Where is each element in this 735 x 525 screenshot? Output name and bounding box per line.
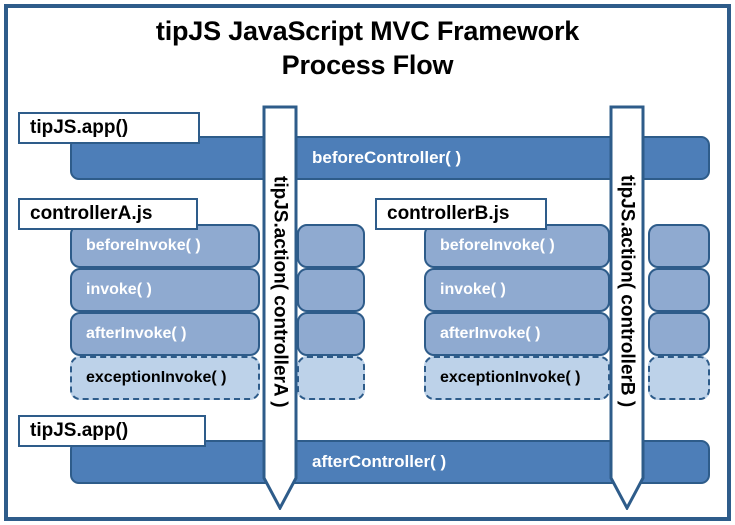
after-controller-bar: afterController( ) xyxy=(70,440,710,484)
before-controller-label: beforeController( ) xyxy=(312,148,462,167)
controllerB-block-invoke-cont xyxy=(648,268,710,312)
title-line-2: Process Flow xyxy=(281,50,454,80)
controllerA-block-beforeInvoke: beforeInvoke( ) xyxy=(70,224,260,268)
controllerB-tag-label: controllerB.js xyxy=(387,203,510,224)
controllerB-block-beforeInvoke: beforeInvoke( ) xyxy=(424,224,610,268)
controllerA-block-invoke: invoke( ) xyxy=(70,268,260,312)
controllerB-exceptionInvoke-label: exceptionInvoke( ) xyxy=(440,369,581,386)
controllerA-tag-label: controllerA.js xyxy=(30,203,153,224)
tipjs-app-tag-top: tipJS.app() xyxy=(18,112,200,144)
controllerA-afterInvoke-label: afterInvoke( ) xyxy=(86,325,187,342)
controllerA-tag: controllerA.js xyxy=(18,198,198,230)
controllerB-block-afterInvoke-cont xyxy=(648,312,710,356)
title-line-1: tipJS JavaScript MVC Framework xyxy=(155,16,580,46)
controllerB-afterInvoke-label: afterInvoke( ) xyxy=(440,325,541,342)
action-arrow-controllerA: tipJS.action( controllerA ) xyxy=(262,105,298,510)
page-title: tipJS JavaScript MVC Framework Process F… xyxy=(30,14,705,82)
controllerA-block-exceptionInvoke: exceptionInvoke( ) xyxy=(70,356,260,400)
controllerA-invoke-label: invoke( ) xyxy=(86,281,152,298)
controllerB-beforeInvoke-label: beforeInvoke( ) xyxy=(440,237,555,254)
controllerB-invoke-label: invoke( ) xyxy=(440,281,506,298)
tipjs-app-tag-top-label: tipJS.app() xyxy=(30,117,129,138)
controllerB-block-exceptionInvoke-cont xyxy=(648,356,710,400)
controllerA-beforeInvoke-label: beforeInvoke( ) xyxy=(86,237,201,254)
controllerA-block-afterInvoke: afterInvoke( ) xyxy=(70,312,260,356)
controllerA-block-beforeInvoke-cont xyxy=(297,224,365,268)
controllerA-block-invoke-cont xyxy=(297,268,365,312)
controllerA-block-afterInvoke-cont xyxy=(297,312,365,356)
after-controller-label: afterController( ) xyxy=(312,452,447,471)
controllerB-block-beforeInvoke-cont xyxy=(648,224,710,268)
controllerA-block-exceptionInvoke-cont xyxy=(297,356,365,400)
controllerB-block-afterInvoke: afterInvoke( ) xyxy=(424,312,610,356)
controllerB-block-invoke: invoke( ) xyxy=(424,268,610,312)
action-arrow-controllerB: tipJS.action( controllerB ) xyxy=(609,105,645,510)
tipjs-app-tag-bottom-label: tipJS.app() xyxy=(30,420,129,441)
controllerA-exceptionInvoke-label: exceptionInvoke( ) xyxy=(86,369,227,386)
controllerB-tag: controllerB.js xyxy=(375,198,547,230)
tipjs-app-tag-bottom: tipJS.app() xyxy=(18,415,206,447)
controllerB-block-exceptionInvoke: exceptionInvoke( ) xyxy=(424,356,610,400)
